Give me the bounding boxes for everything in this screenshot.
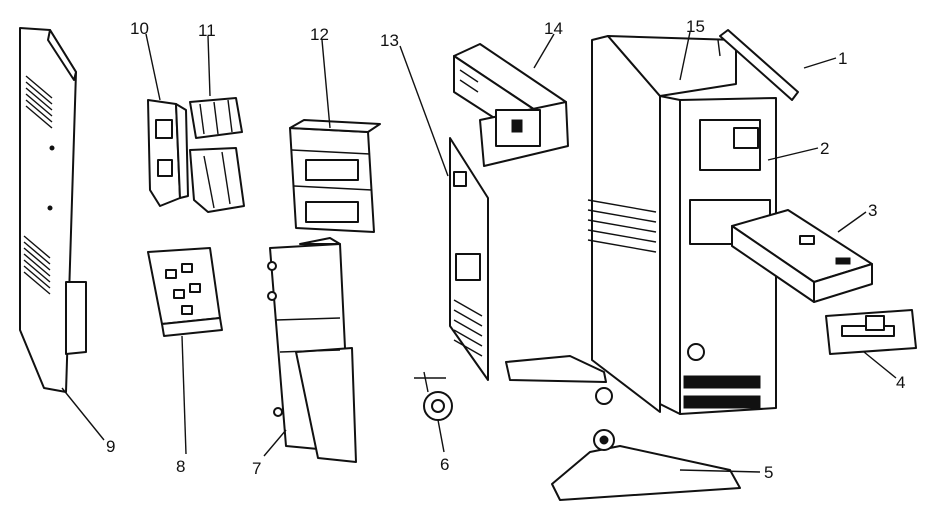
part-12-drive-cage [289,119,381,233]
part-10-drive-bracket [147,99,189,207]
part-4-bezel-insert [825,309,917,355]
part-5-floor-stand [551,429,741,501]
callout-9: 9 [106,437,115,456]
callout-11: 11 [198,21,216,40]
part-6-caster [414,371,453,421]
part-9-side-cover [19,27,87,393]
part-2-vents [683,375,761,409]
callout-13: 13 [380,31,399,50]
callout-12: 12 [310,25,329,44]
part-2-front-bezel [659,95,777,415]
callout-5: 5 [764,463,773,482]
leader-lines [61,31,897,473]
part-9-vent-slots [23,75,53,295]
callout-labels: 1 2 3 4 5 6 7 8 9 10 11 12 13 14 15 [106,17,905,482]
part-7-drive-enclosure [267,237,357,463]
callout-10: 10 [130,19,149,38]
callout-1: 1 [838,49,847,68]
callout-7: 7 [252,459,261,478]
part-15-chassis [505,35,737,413]
callout-8: 8 [176,457,185,476]
callout-14: 14 [544,19,563,38]
part-3-diskette-drive [731,209,873,303]
part-1-carry-handle [717,29,799,101]
callout-6: 6 [440,455,449,474]
callout-2: 2 [820,139,829,158]
part-13-system-board [449,137,489,381]
part-11-card-guides [189,97,245,213]
callout-3: 3 [868,201,877,220]
callout-15: 15 [686,17,705,36]
part-14-power-supply [453,43,569,167]
callout-4: 4 [896,373,905,392]
part-8-adapter-card [147,247,223,337]
part-15-bay-rails [587,199,657,253]
